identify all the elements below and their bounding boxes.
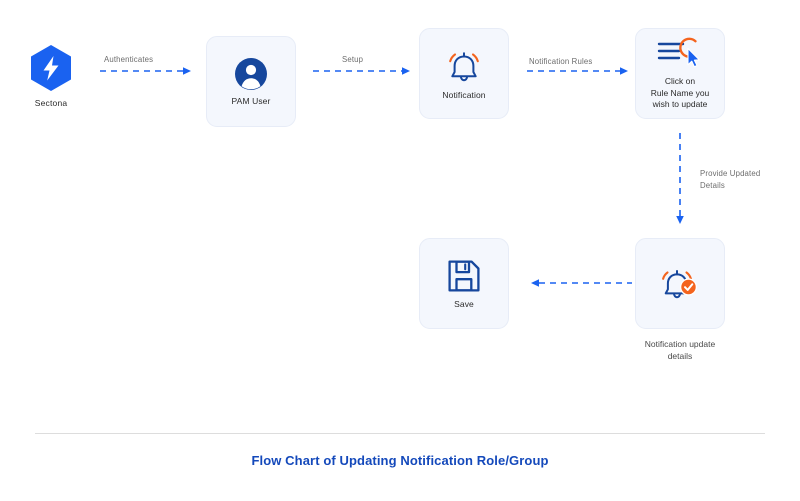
node-pam-user-card[interactable]: PAM User bbox=[206, 36, 296, 127]
node-click-rule-label-line3: wish to update bbox=[652, 99, 708, 110]
edge-label-provide-updated-details: Provide Updated Details bbox=[700, 168, 780, 192]
node-notification-card[interactable]: Notification bbox=[419, 28, 509, 119]
node-notification-update-label-line1: Notification update bbox=[644, 339, 716, 349]
page-title: Flow Chart of Updating Notification Role… bbox=[251, 453, 549, 468]
node-save-card[interactable]: Save bbox=[419, 238, 509, 329]
bell-icon bbox=[444, 47, 484, 85]
edge-label-provide-updated-details-line2: Details bbox=[700, 181, 725, 191]
edge-label-setup: Setup bbox=[342, 55, 364, 64]
node-click-rule-label: Click on Rule Name you wish to update bbox=[651, 76, 710, 110]
edge-arrow-notification-rules bbox=[527, 66, 631, 76]
edge-arrow-to-save bbox=[524, 278, 632, 288]
sectona-hexagon-bolt-icon bbox=[6, 44, 96, 92]
node-click-rule-label-line2: Rule Name you bbox=[650, 87, 710, 98]
node-sectona[interactable]: Sectona bbox=[6, 44, 96, 108]
node-pam-user-label: PAM User bbox=[231, 95, 271, 106]
node-notification-update-label: Notification update details bbox=[615, 339, 745, 363]
edge-arrow-provide-updated-details bbox=[674, 133, 686, 228]
footer-divider bbox=[35, 433, 765, 434]
node-notification-update-label-line2: details bbox=[667, 350, 693, 361]
node-sectona-label: Sectona bbox=[34, 98, 68, 108]
edge-arrow-authenticates bbox=[100, 66, 195, 76]
edge-arrow-setup bbox=[313, 66, 413, 76]
node-click-rule-card[interactable]: Click on Rule Name you wish to update bbox=[635, 28, 725, 119]
edge-label-provide-updated-details-line1: Provide Updated bbox=[700, 169, 761, 178]
node-notification-label: Notification bbox=[442, 89, 486, 100]
node-save-label: Save bbox=[454, 298, 474, 309]
node-click-rule-label-line1: Click on bbox=[664, 76, 696, 87]
node-notification-update-card[interactable] bbox=[635, 238, 725, 329]
menu-list-cursor-icon bbox=[655, 36, 705, 72]
edge-label-authenticates: Authenticates bbox=[104, 55, 154, 64]
floppy-disk-save-icon bbox=[446, 258, 482, 294]
edge-label-notification-rules: Notification Rules bbox=[529, 57, 593, 66]
bell-check-icon bbox=[658, 264, 702, 304]
user-avatar-icon bbox=[234, 57, 268, 91]
